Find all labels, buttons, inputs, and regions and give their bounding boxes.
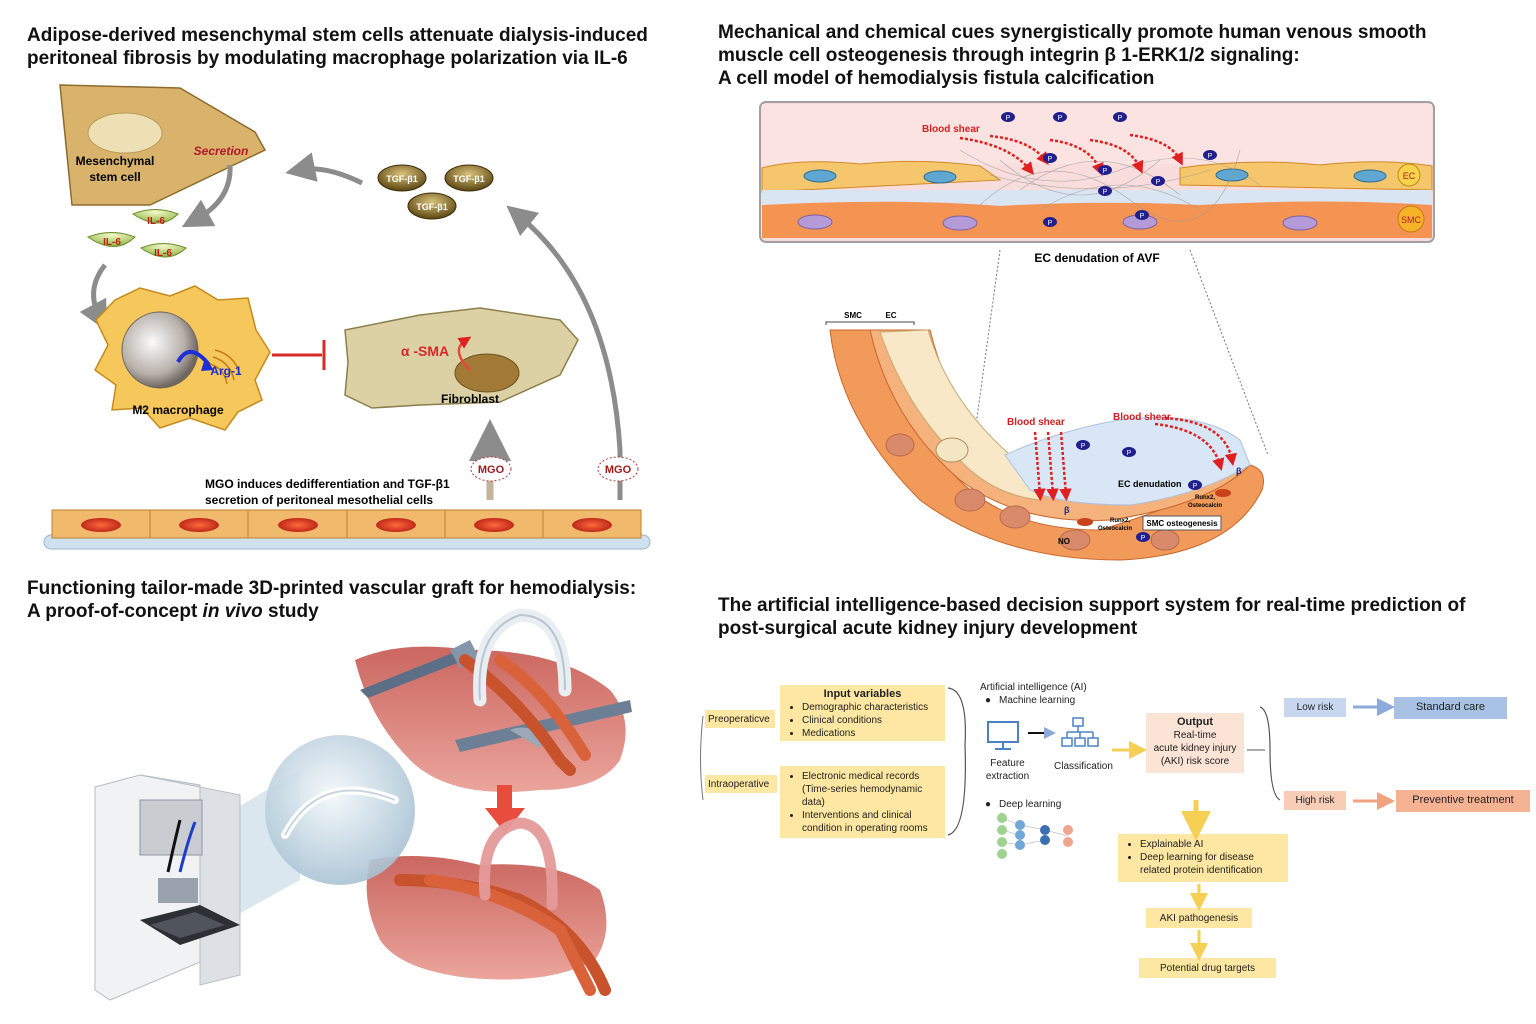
svg-text:Runx2,: Runx2, bbox=[1110, 518, 1130, 524]
input-variables-box: Input variables Demographic characterist… bbox=[780, 685, 945, 741]
m2-macrophage-label: M2 macrophage bbox=[132, 403, 224, 417]
tgf-beta1-molecules: TGF-β1 TGF-β1 TGF-β1 bbox=[377, 164, 494, 220]
output-box: Output Real-time acute kidney injury (AK… bbox=[1146, 713, 1244, 773]
svg-text:β: β bbox=[1236, 466, 1242, 476]
explainable-ai-box: Explainable AI Deep learning for disease… bbox=[1118, 834, 1288, 882]
mesothelial-cell-layer bbox=[43, 509, 651, 550]
svg-text:P: P bbox=[1193, 483, 1198, 490]
fibroblast-label: Fibroblast bbox=[441, 392, 499, 406]
svg-text:IL-6: IL-6 bbox=[147, 216, 165, 227]
panel-c-title: Functioning tailor-made 3D-printed vascu… bbox=[27, 578, 637, 622]
smc-section-label: SMC bbox=[844, 311, 862, 320]
svg-text:TGF-β1: TGF-β1 bbox=[453, 174, 485, 184]
svg-text:TGF-β1: TGF-β1 bbox=[416, 202, 448, 212]
msc-label-1: Mesenchymal bbox=[76, 154, 155, 168]
panel-c-illustration bbox=[94, 608, 632, 1001]
svg-text:P: P bbox=[1156, 179, 1161, 186]
svg-text:P: P bbox=[1103, 189, 1108, 196]
svg-text:P: P bbox=[1081, 443, 1086, 450]
svg-text:P: P bbox=[1103, 168, 1108, 175]
phosphate-dots-top: P P P P P P P P P P bbox=[1001, 112, 1217, 227]
svg-text:P: P bbox=[1140, 213, 1145, 220]
deep-learning-label: ●Deep learning bbox=[985, 799, 1062, 810]
blood-shear-label-top: Blood shear bbox=[922, 124, 980, 135]
svg-text:Osteocalcin: Osteocalcin bbox=[1188, 503, 1222, 509]
smc-badge: SMC bbox=[1401, 215, 1422, 225]
intraoperative-tag: Intraoperative bbox=[705, 775, 777, 793]
mgo-label-2: MGO bbox=[605, 464, 632, 476]
ec-section-label: EC bbox=[885, 311, 896, 320]
svg-text:Osteocalcin: Osteocalcin bbox=[1098, 526, 1132, 532]
svg-text:P: P bbox=[1208, 153, 1213, 160]
svg-text:IL-6: IL-6 bbox=[103, 237, 121, 248]
panel-b-title: Mechanical and chemical cues synergistic… bbox=[718, 22, 1427, 89]
blood-shear-label-left: Blood shear bbox=[1007, 417, 1065, 428]
input-variables-list: Demographic characteristics Clinical con… bbox=[786, 701, 939, 740]
preventive-treatment-box: Preventive treatment bbox=[1396, 790, 1530, 812]
intraoperative-variables-list: Electronic medical records (Time-series … bbox=[786, 770, 939, 835]
secretion-label: Secretion bbox=[194, 144, 249, 158]
intraoperative-variables-box: Electronic medical records (Time-series … bbox=[780, 766, 945, 838]
ec-denudation-avf-label: EC denudation of AVF bbox=[1034, 251, 1159, 265]
svg-text:TGF-β1: TGF-β1 bbox=[386, 174, 418, 184]
explainable-ai-list: Explainable AI Deep learning for disease… bbox=[1124, 838, 1282, 877]
drug-targets-box: Potential drug targets bbox=[1139, 958, 1276, 978]
blood-shear-label-right: Blood shear bbox=[1113, 412, 1171, 423]
smc-osteogenesis-label: SMC osteogenesis bbox=[1146, 519, 1218, 528]
mgo-description-2: secretion of peritoneal mesothelial cell… bbox=[205, 493, 433, 507]
svg-text:IL-6: IL-6 bbox=[154, 248, 172, 259]
svg-text:P: P bbox=[1118, 115, 1123, 122]
standard-care-box: Standard care bbox=[1394, 697, 1507, 719]
svg-text:P: P bbox=[1048, 220, 1053, 227]
no-label: NO bbox=[1058, 537, 1070, 546]
svg-text:P: P bbox=[1141, 535, 1146, 542]
classification-label: Classification bbox=[1054, 761, 1113, 772]
feature-extraction-label: Feature extraction bbox=[985, 758, 1030, 782]
asma-label: α -SMA bbox=[401, 343, 449, 359]
preoperative-tag: Preoperaticve bbox=[705, 710, 775, 728]
svg-text:Runx2,: Runx2, bbox=[1195, 495, 1215, 501]
svg-text:P: P bbox=[1127, 450, 1132, 457]
ec-badge: EC bbox=[1403, 171, 1416, 181]
svg-text:P: P bbox=[1048, 156, 1053, 163]
panel-a-diagram: Mesenchymal stem cell Secretion IL-6 IL-… bbox=[43, 84, 651, 550]
mgo-description-1: MGO induces dedifferentiation and TGF-β1 bbox=[205, 477, 450, 491]
il6-molecules: IL-6 IL-6 IL-6 bbox=[86, 209, 187, 259]
svg-text:β: β bbox=[1064, 505, 1070, 515]
panel-b-diagram: Blood shear P P P P P P P P P P bbox=[759, 101, 1435, 561]
svg-text:P: P bbox=[1058, 115, 1063, 122]
ec-denudation-label: EC denudation bbox=[1118, 479, 1182, 489]
high-risk-box: High risk bbox=[1284, 791, 1346, 810]
arg1-label: Arg-1 bbox=[210, 364, 242, 378]
panel-a-title: Adipose-derived mesenchymal stem cells a… bbox=[27, 25, 648, 69]
msc-label-2: stem cell bbox=[89, 170, 140, 184]
aki-pathogenesis-box: AKI pathogenesis bbox=[1146, 908, 1252, 928]
machine-learning-label: ●Machine learning bbox=[985, 695, 1076, 706]
panel-d-title: The artificial intelligence-based decisi… bbox=[718, 595, 1466, 639]
low-risk-box: Low risk bbox=[1284, 698, 1346, 717]
svg-text:P: P bbox=[1006, 115, 1011, 122]
mgo-label-1: MGO bbox=[478, 464, 505, 476]
ai-title: Artificial intelligence (AI) bbox=[980, 682, 1087, 693]
